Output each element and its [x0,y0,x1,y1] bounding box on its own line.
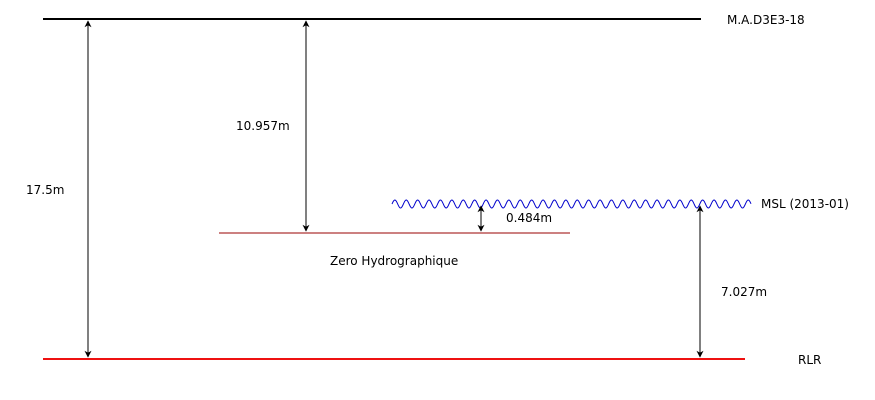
label-msl: MSL (2013-01) [761,197,849,211]
measurement-zero-to-msl: 0.484m [506,211,552,225]
measurement-mad-to-zero: 10.957m [236,119,290,133]
msl-wave-line [391,199,752,209]
label-zero-hydrographique: Zero Hydrographique [330,254,458,268]
measurement-mad-to-rlr: 17.5m [26,183,64,197]
measurement-rlr-to-msl: 7.027m [721,285,767,299]
label-mad: M.A.D3E3-18 [727,13,805,27]
label-rlr: RLR [798,353,821,367]
